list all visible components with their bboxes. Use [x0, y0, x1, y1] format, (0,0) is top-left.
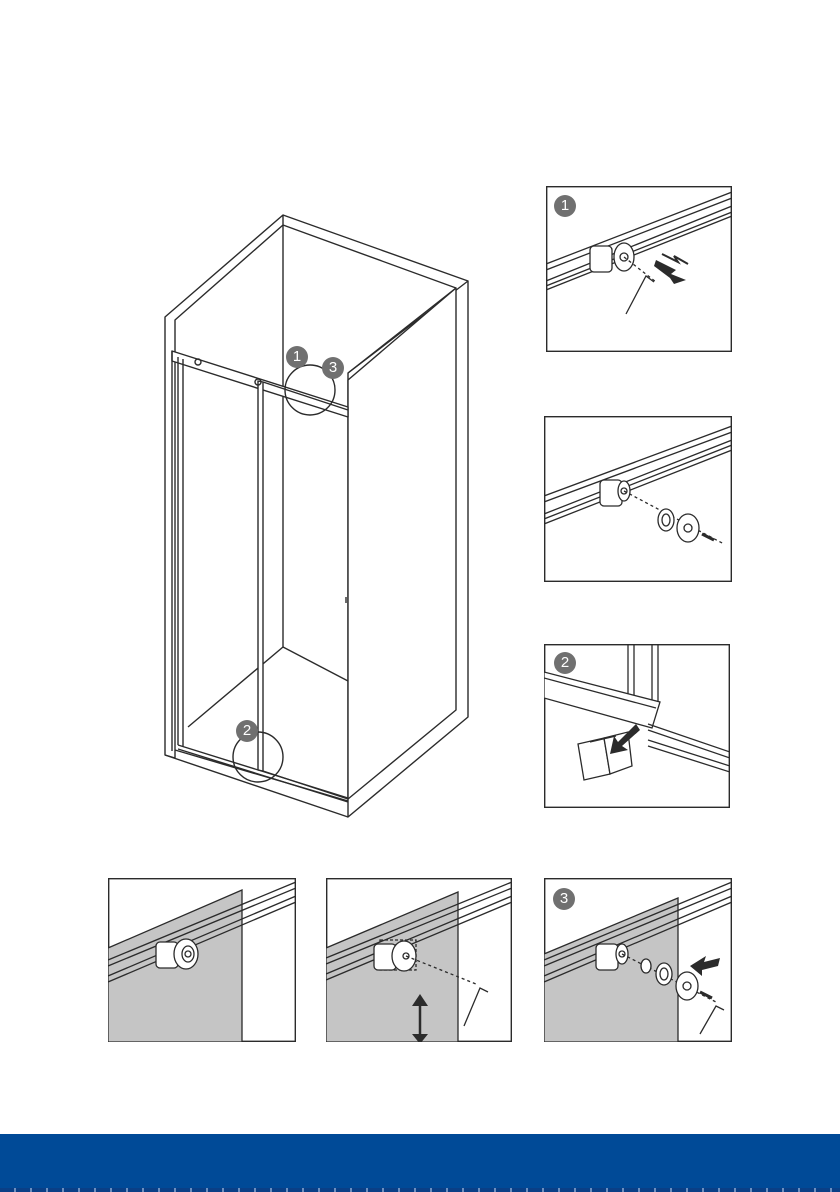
footer-bar: [0, 1134, 840, 1192]
callout-badge: 3: [553, 888, 575, 910]
footer-decoration: [0, 1188, 840, 1192]
detail-roller-exploded-panel: [544, 416, 732, 582]
callout-badge: 1: [554, 195, 576, 217]
callout-badge: 2: [554, 652, 576, 674]
main-enclosure-drawing: [150, 205, 480, 825]
detail-adjust-height-panel: [326, 878, 512, 1042]
callout-badge: 2: [236, 720, 258, 742]
detail-roller-installed-panel: [108, 878, 296, 1042]
callout-badge: 3: [322, 357, 344, 379]
callout-badge: 1: [286, 346, 308, 368]
